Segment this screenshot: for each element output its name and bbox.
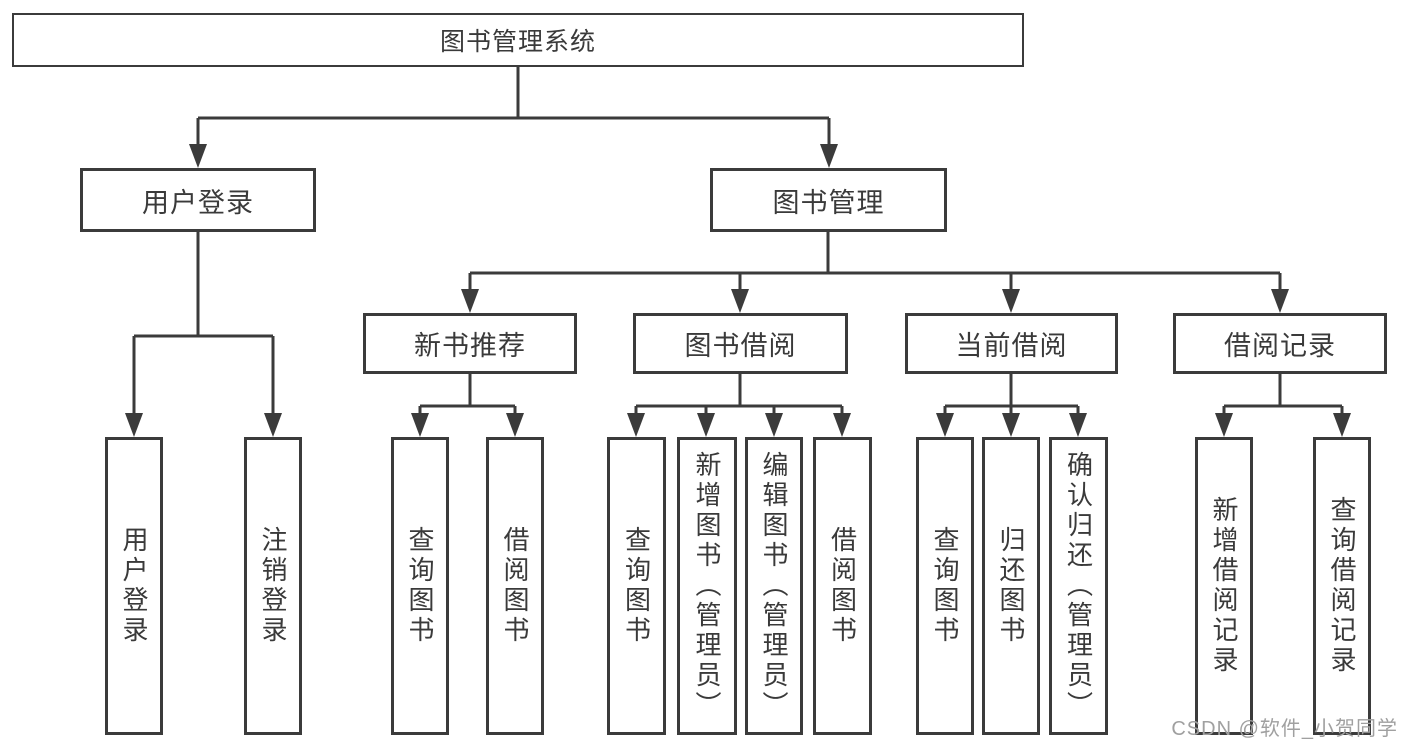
csdn-watermark: CSDN @软件_小贺同学: [1171, 718, 1398, 740]
node-borrowing-records: 借阅记录: [1173, 313, 1387, 374]
connector-borrow-records-to-children: [1215, 374, 1351, 437]
leaf-logout: 注销登录: [244, 437, 302, 735]
leaf-query-books-borrow: 查询图书: [607, 437, 666, 735]
leaf-return-books: 归还图书: [982, 437, 1040, 735]
node-book-management-branch: 图书管理: [710, 168, 947, 232]
leaf-add-borrow-record: 新增借阅记录: [1195, 437, 1253, 735]
leaf-borrow-books-recommend: 借阅图书: [486, 437, 544, 735]
node-library-system: 图书管理系统: [12, 13, 1024, 67]
connector-book-management-to-groups: [461, 232, 1289, 313]
node-current-borrowing: 当前借阅: [905, 313, 1118, 374]
connector-current-borrow-to-children: [936, 374, 1087, 437]
node-book-borrowing: 图书借阅: [633, 313, 848, 374]
node-new-book-recommend: 新书推荐: [363, 313, 577, 374]
leaf-query-books-recommend: 查询图书: [391, 437, 449, 735]
leaf-add-books-admin: 新增图书（管理员）: [677, 437, 737, 735]
leaf-user-login: 用户登录: [105, 437, 163, 735]
connector-book-borrow-to-children: [627, 374, 851, 437]
leaf-query-borrow-record: 查询借阅记录: [1313, 437, 1371, 735]
connector-user-login-to-children: [125, 232, 282, 437]
connector-root-to-level2: [189, 67, 838, 168]
node-user-login-branch: 用户登录: [80, 168, 316, 232]
leaf-query-books-current: 查询图书: [916, 437, 974, 735]
leaf-borrow-books: 借阅图书: [813, 437, 872, 735]
connector-new-book-to-children: [411, 374, 524, 437]
leaf-edit-books-admin: 编辑图书（管理员）: [745, 437, 803, 735]
leaf-confirm-return-admin: 确认归还（管理员）: [1049, 437, 1108, 735]
